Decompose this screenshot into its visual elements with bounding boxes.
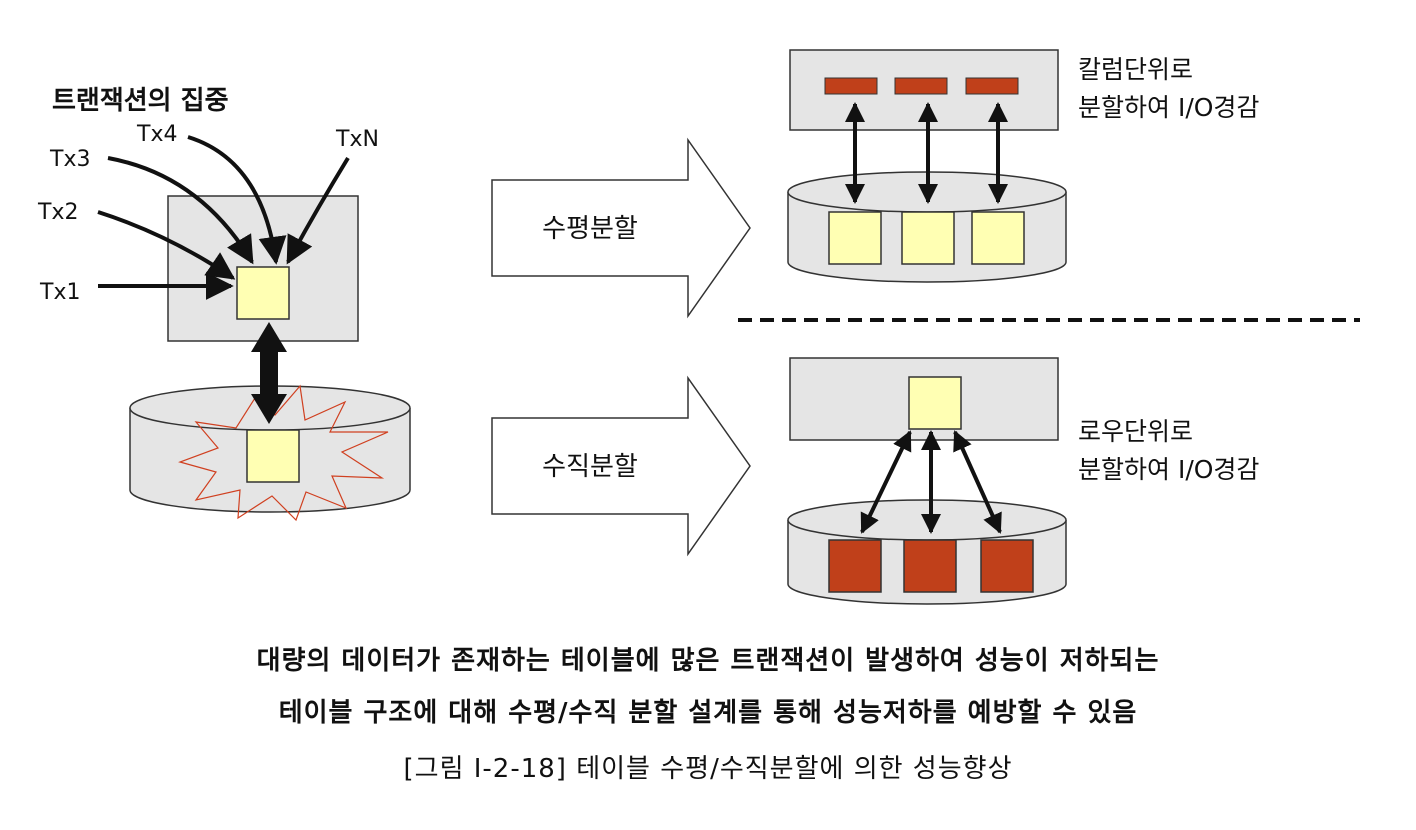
io-double-arrow-icon (251, 322, 287, 424)
vertical-split-label: 수직분할 (542, 452, 638, 482)
concentration-label: 트랜잭션의 집중 (52, 86, 229, 116)
db-data-cell (971, 211, 1025, 265)
db-data-cell (246, 429, 300, 483)
row-split-note-line1: 로우단위로 (1078, 417, 1193, 446)
data-cell (908, 376, 962, 430)
row-partition (903, 539, 957, 593)
transaction-arrows (97, 135, 350, 300)
row-split-note-line2: 분할하여 I/O경감 (1078, 455, 1259, 484)
db-data-cell (901, 211, 955, 265)
tx-label-1: Tx1 (39, 280, 80, 305)
caption-line-2: 테이블 구조에 대해 수평/수직 분할 설계를 통해 성능저하를 예방할 수 있… (278, 698, 1138, 728)
tx-label-3: Tx3 (49, 147, 90, 172)
overload-burst-icon (178, 384, 389, 522)
row-partition (980, 539, 1034, 593)
tx-label-2: Tx2 (37, 200, 78, 225)
data-cell (236, 266, 290, 320)
horizontal-split-diagram: 칼럼단위로 분할하여 I/O경감 (787, 49, 1259, 283)
column-split-note-line2: 분할하여 I/O경감 (1078, 93, 1259, 122)
row-partition (828, 539, 882, 593)
figure-caption: [그림 Ⅰ-2-18] 테이블 수평/수직분할에 의한 성능향상 (403, 754, 1013, 784)
caption-line-1: 대량의 데이터가 존재하는 테이블에 많은 트랜잭션이 발생하여 성능이 저하되… (256, 646, 1160, 676)
column-split-note-line1: 칼럼단위로 (1078, 55, 1193, 84)
column-partition (965, 77, 1019, 95)
tx-label-n: TxN (335, 127, 379, 152)
horizontal-split-label: 수평분할 (542, 214, 638, 244)
tx-label-4: Tx4 (136, 122, 177, 147)
partitioning-diagram: 트랜잭션의 집중 Tx1 Tx2 Tx3 Tx4 TxN (37, 49, 1360, 605)
column-partition (824, 77, 878, 95)
column-partition (894, 77, 948, 95)
db-data-cell (828, 211, 882, 265)
row-io-arrows (860, 430, 1002, 534)
horizontal-split-arrow: 수평분할 (491, 137, 751, 319)
vertical-split-diagram: 로우단위로 분할하여 I/O경감 (787, 357, 1259, 605)
column-io-arrows (845, 102, 1008, 204)
left-diagram: 트랜잭션의 집중 Tx1 Tx2 Tx3 Tx4 TxN (37, 86, 411, 522)
vertical-split-arrow: 수직분할 (491, 375, 751, 557)
